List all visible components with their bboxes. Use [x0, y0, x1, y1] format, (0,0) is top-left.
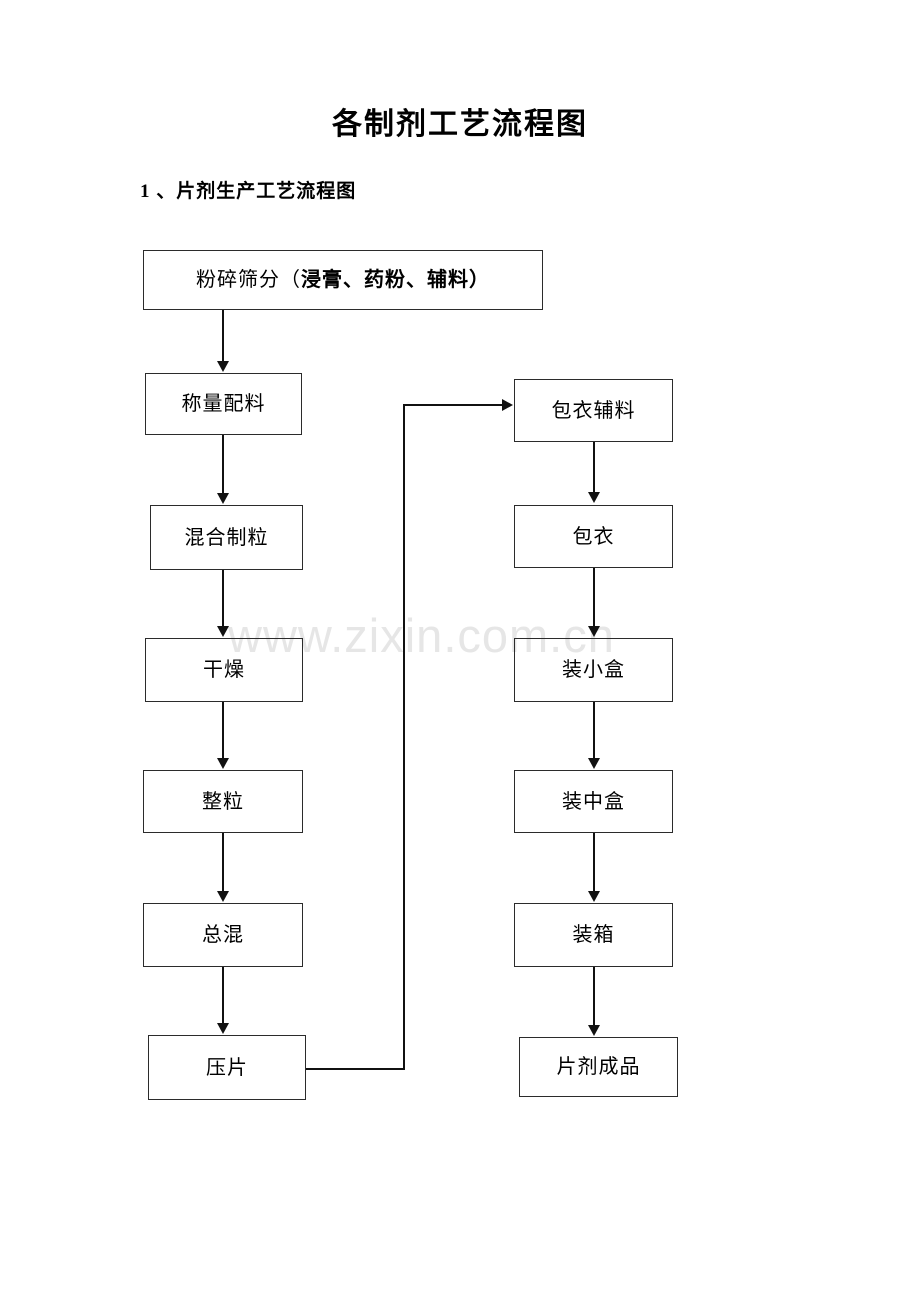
node-finished-tablet-label: 片剂成品 — [556, 1056, 641, 1078]
node-size[interactable]: 整粒 — [143, 770, 303, 833]
edge-coating-to-smallbox-line — [593, 568, 595, 627]
node-dry-label: 干燥 — [203, 659, 245, 681]
page-title: 各制剂工艺流程图 — [332, 108, 588, 141]
edge-smallbox-to-mediumbox-arrow — [588, 758, 600, 769]
edge-mediumbox-to-carton-arrow — [588, 891, 600, 902]
edge-weigh-to-mix-line — [222, 435, 224, 494]
node-tablet-press[interactable]: 压片 — [148, 1035, 306, 1100]
edge-press-to-coatmat-hline-bottom — [305, 1068, 405, 1070]
node-tablet-press-label: 压片 — [206, 1056, 248, 1079]
node-carton[interactable]: 装箱 — [514, 903, 673, 967]
node-mix-granulate[interactable]: 混合制粒 — [150, 505, 303, 570]
node-finished-tablet[interactable]: 片剂成品 — [519, 1037, 678, 1097]
edge-mix-to-dry-line — [222, 570, 224, 627]
node-size-label: 整粒 — [202, 790, 244, 813]
edge-dry-to-size-line — [222, 702, 224, 759]
edge-press-to-coatmat-arrow — [502, 399, 513, 411]
watermark-text: www.zixin.com.cn — [228, 609, 615, 662]
edge-coating-to-smallbox-arrow — [588, 626, 600, 637]
node-mix-granulate-label: 混合制粒 — [184, 526, 269, 549]
node-crush-screen[interactable]: 粉碎筛分（浸膏、药粉、辅料） — [143, 250, 543, 310]
edge-press-to-coatmat-vline — [403, 404, 405, 1070]
edge-carton-to-finished-line — [593, 967, 595, 1026]
node-carton-label: 装箱 — [572, 924, 615, 946]
edge-mediumbox-to-carton-line — [593, 833, 595, 891]
edge-smallbox-to-mediumbox-line — [593, 702, 595, 759]
node-dry[interactable]: 干燥 — [145, 638, 303, 702]
edge-finalmix-to-press-arrow — [217, 1023, 229, 1034]
node-crush-screen-label-tail: ） — [469, 269, 490, 291]
edge-crush-to-weigh-arrow — [217, 361, 229, 372]
node-coating-label: 包衣 — [572, 525, 615, 548]
node-weigh-label: 称量配料 — [181, 393, 266, 415]
node-coating[interactable]: 包衣 — [514, 505, 673, 568]
node-coating-material-label: 包衣辅料 — [551, 399, 636, 422]
edge-size-to-finalmix-arrow — [217, 891, 229, 902]
node-small-box-label: 装小盒 — [562, 659, 625, 681]
edge-finalmix-to-press-line — [222, 967, 224, 1024]
edge-crush-to-weigh-line — [222, 310, 224, 363]
edge-weigh-to-mix-arrow — [217, 493, 229, 504]
node-crush-screen-label-bold: 浸膏、药粉、辅料 — [301, 269, 469, 291]
node-weigh[interactable]: 称量配料 — [145, 373, 302, 435]
edge-dry-to-size-arrow — [217, 758, 229, 769]
edge-coatmat-to-coating-arrow — [588, 492, 600, 503]
node-medium-box-label: 装中盒 — [562, 790, 625, 813]
edge-size-to-finalmix-line — [222, 833, 224, 891]
node-final-mix[interactable]: 总混 — [143, 903, 303, 967]
edge-press-to-coatmat-hline-top — [403, 404, 503, 406]
node-crush-screen-label-plain: 粉碎筛分（ — [196, 269, 301, 291]
edge-carton-to-finished-arrow — [588, 1025, 600, 1036]
section-heading: 1 、片剂生产工艺流程图 — [140, 181, 357, 202]
node-final-mix-label: 总混 — [202, 924, 244, 946]
edge-mix-to-dry-arrow — [217, 626, 229, 637]
node-coating-material[interactable]: 包衣辅料 — [514, 379, 673, 442]
node-medium-box[interactable]: 装中盒 — [514, 770, 673, 833]
node-small-box[interactable]: 装小盒 — [514, 638, 673, 702]
edge-coatmat-to-coating-line — [593, 442, 595, 493]
